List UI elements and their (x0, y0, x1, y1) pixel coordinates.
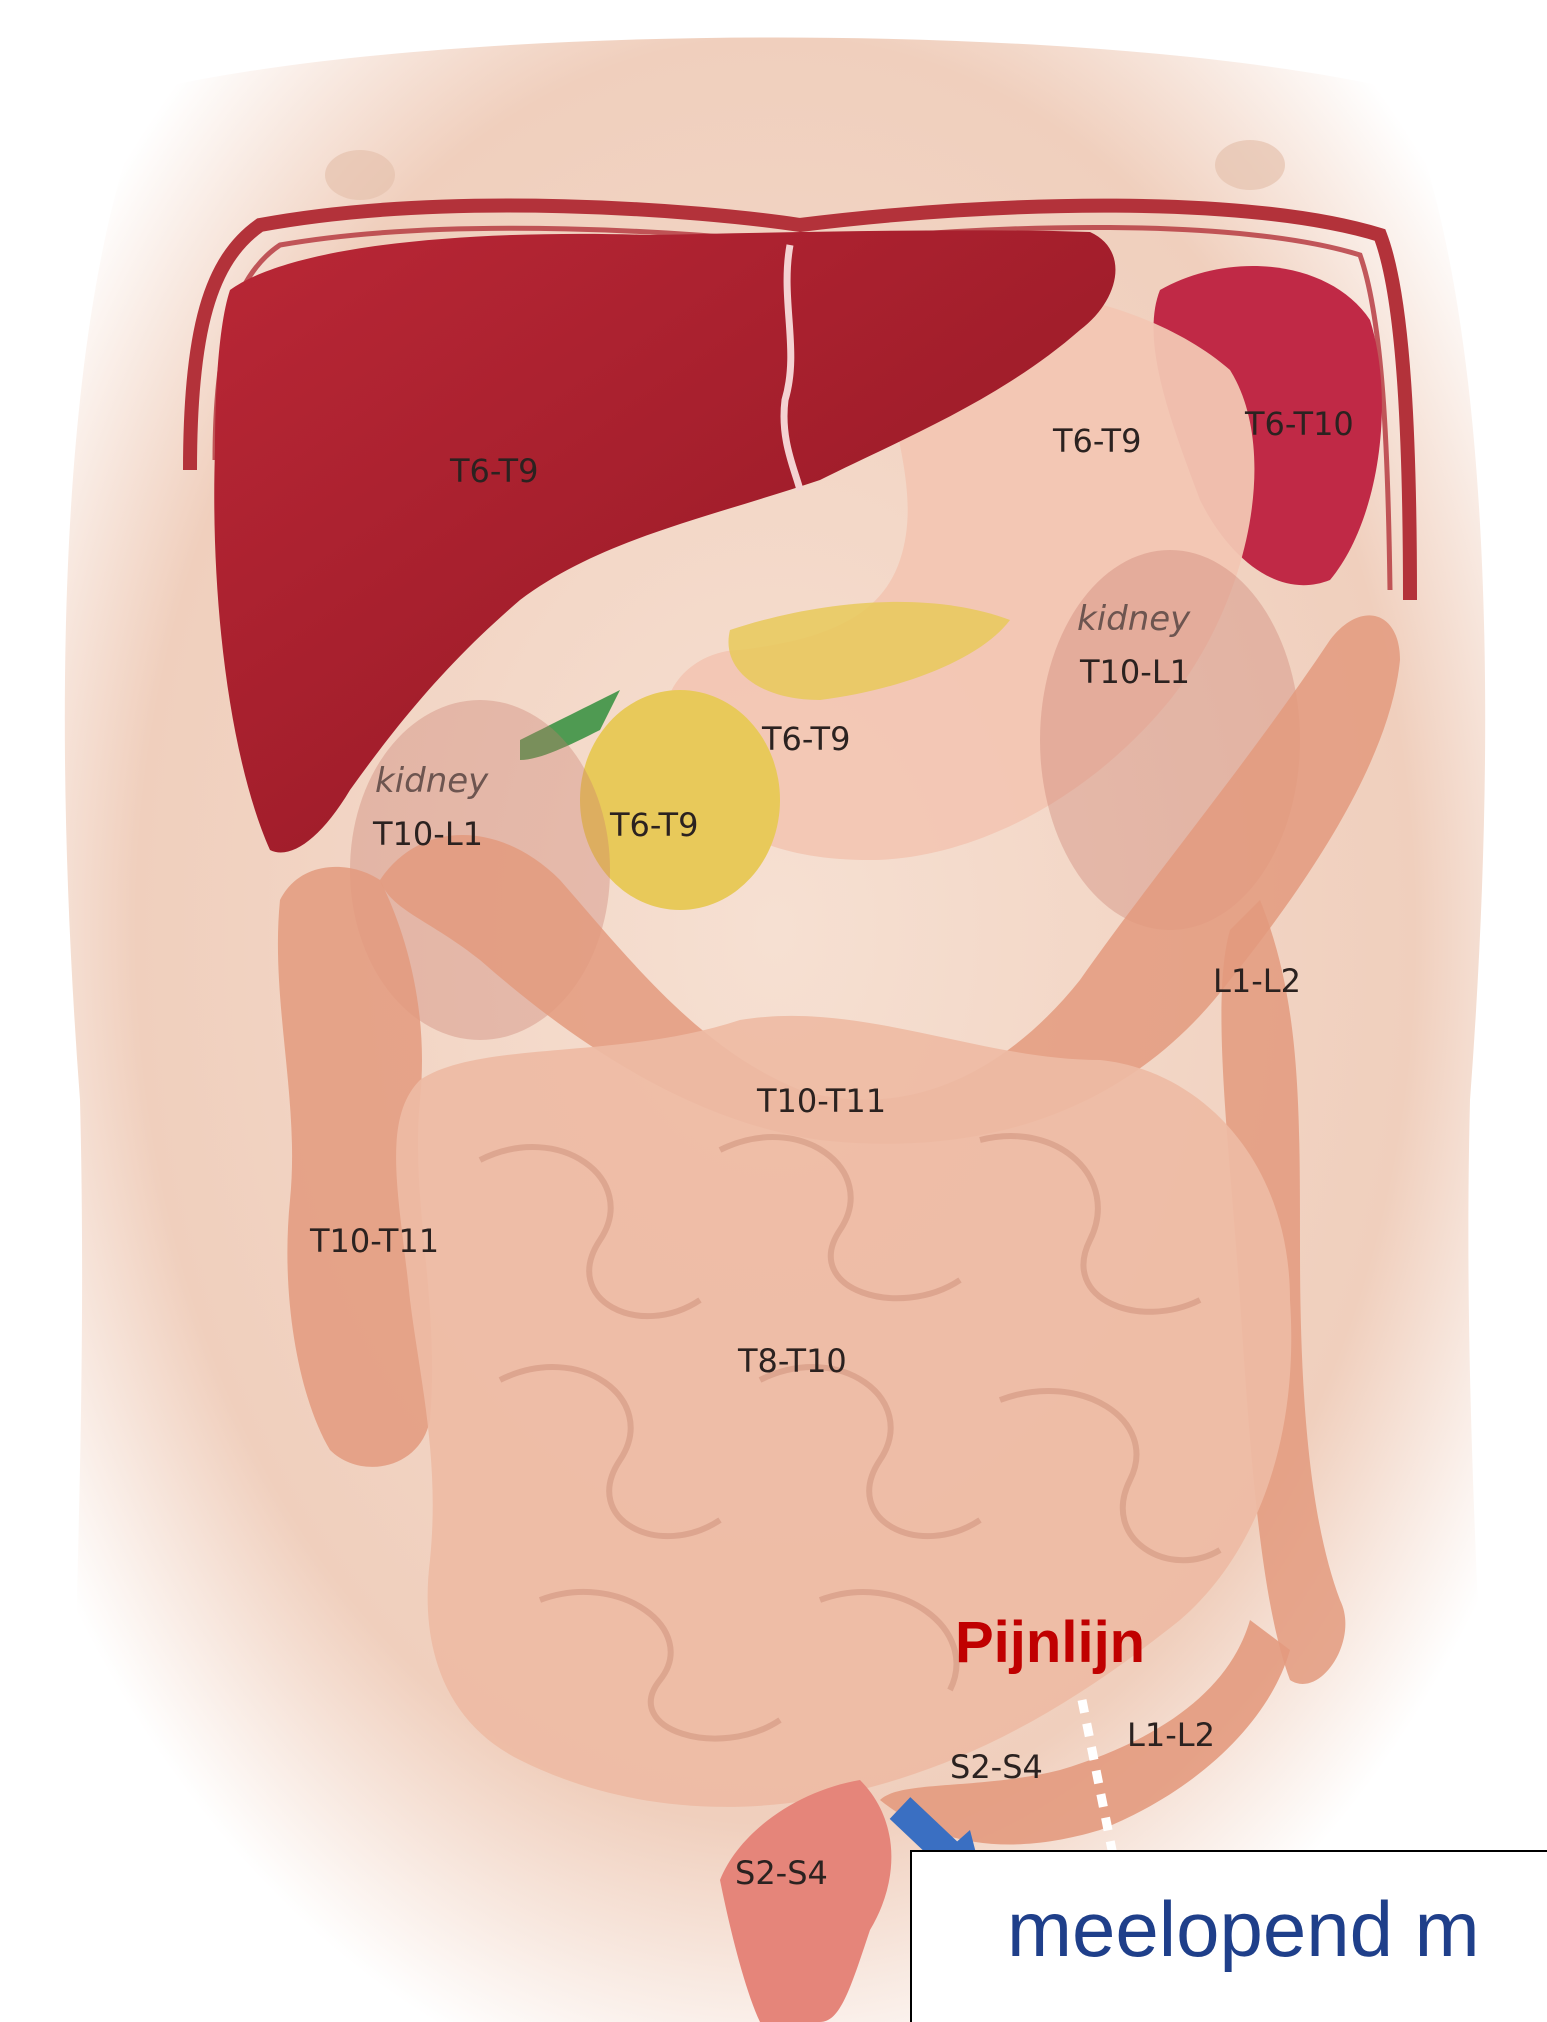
kidney-left-level: T10-L1 (1079, 653, 1190, 691)
left-nipple-shadow (325, 150, 395, 200)
stomach-label: T6-T9 (1052, 422, 1141, 460)
spleen-label: T6-T10 (1244, 405, 1354, 443)
note-text: meelopend m (1007, 1884, 1480, 1975)
transverse-colon-label: T10-T11 (756, 1082, 886, 1120)
rectum-label: S2-S4 (735, 1854, 828, 1892)
right-nipple-shadow (1215, 140, 1285, 190)
pain-line-title: Pijnlijn (955, 1610, 1145, 1675)
sigmoid-upper-label: L1-L2 (1127, 1716, 1215, 1754)
ascending-colon-label: T10-T11 (309, 1222, 439, 1260)
small-intestine-label: T8-T10 (737, 1342, 847, 1380)
note-box: meelopend m (910, 1850, 1547, 2022)
kidney-right-level: T10-L1 (372, 815, 483, 853)
gallbladder-label: T6-T9 (609, 806, 698, 844)
kidney-left-word: kidney (1077, 599, 1191, 639)
kidney-right-word: kidney (375, 761, 489, 801)
gallbladder (580, 690, 780, 910)
liver-label: T6-T9 (449, 452, 538, 490)
descending-colon-label: L1-L2 (1213, 962, 1301, 1000)
pancreas-label: T6-T9 (761, 720, 850, 758)
sigmoid-lower-label: S2-S4 (950, 1748, 1043, 1786)
